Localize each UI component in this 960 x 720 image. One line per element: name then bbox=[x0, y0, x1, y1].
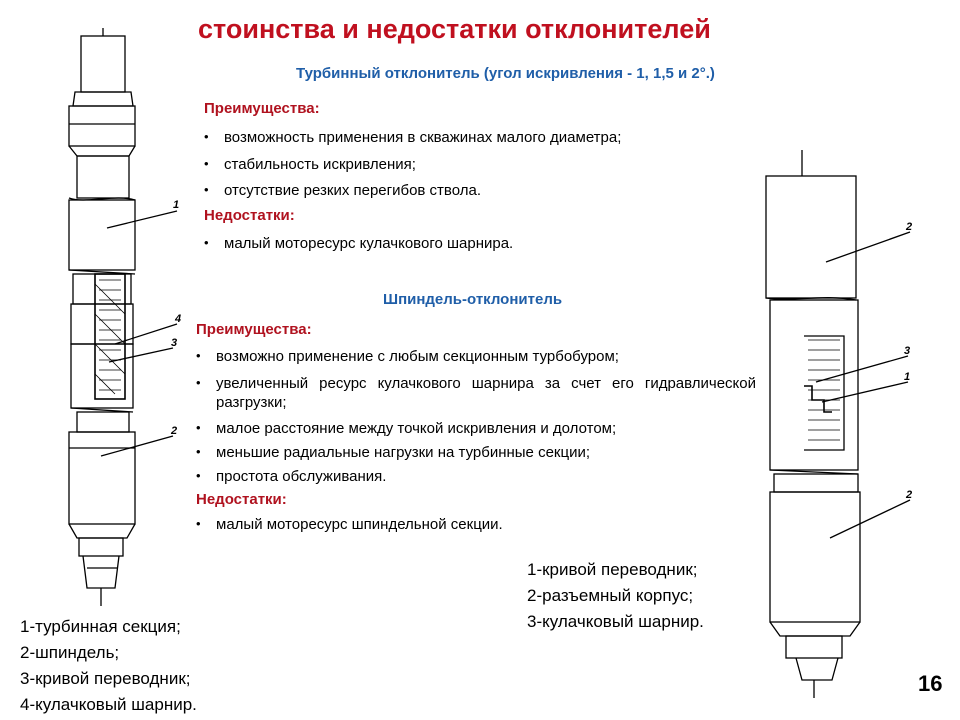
legend-item: 1-кривой переводник; bbox=[527, 560, 698, 579]
callout-1: 1 bbox=[173, 199, 179, 211]
legend-item: 4-кулачковый шарнир. bbox=[20, 695, 197, 714]
callout-1: 1 bbox=[904, 371, 910, 383]
spindle-advantage-item: •возможно применение с любым секционным … bbox=[196, 348, 619, 365]
legend-item: 1-турбинная секция; bbox=[20, 617, 181, 636]
spindle-deflector-drawing: 2 3 1 2 bbox=[765, 150, 912, 698]
spindle-heading: Шпиндель-отклонитель bbox=[383, 291, 563, 308]
page-number: 16 bbox=[918, 671, 943, 696]
legend-item: 3-кулачковый шарнир. bbox=[527, 612, 704, 631]
legend-item: 2-шпиндель; bbox=[20, 643, 120, 662]
turbine-advantages-label: Преимущества: bbox=[204, 100, 320, 117]
callout-2-bottom: 2 bbox=[905, 489, 912, 501]
legend-item: 2-разъемный корпус; bbox=[527, 586, 694, 605]
callout-3: 3 bbox=[171, 337, 177, 349]
callout-4: 4 bbox=[174, 313, 181, 325]
spindle-advantage-item: •меньшие радиальные нагрузки на турбинны… bbox=[196, 444, 590, 461]
turbine-advantage-item: •стабильность искривления; bbox=[204, 156, 416, 173]
right-legend: 1-кривой переводник; 2-разъемный корпус;… bbox=[527, 557, 704, 635]
turbine-disadvantages-label: Недостатки: bbox=[204, 207, 295, 224]
turbine-disadvantage-item: •малый моторесурс кулачкового шарнира. bbox=[204, 235, 514, 252]
callout-2: 2 bbox=[170, 425, 177, 437]
turbine-deflector-drawing: 1 4 3 2 bbox=[68, 28, 181, 606]
left-legend: 1-турбинная секция; 2-шпиндель; 3-кривой… bbox=[20, 614, 197, 718]
turbine-advantage-item: •отсутствие резких перегибов ствола. bbox=[204, 182, 481, 199]
spindle-advantage-item: •увеличенный ресурс кулачкового шарнира … bbox=[196, 375, 756, 411]
callout-3: 3 bbox=[904, 345, 910, 357]
spindle-advantage-item: •простота обслуживания. bbox=[196, 468, 387, 485]
turbine-advantage-item: •возможность применения в скважинах мало… bbox=[204, 129, 622, 146]
turbine-heading: Турбинный отклонитель (угол искривления … bbox=[296, 65, 715, 82]
slide-title: стоинства и недостатки отклонителей bbox=[198, 14, 711, 44]
spindle-disadvantages-label: Недостатки: bbox=[196, 491, 287, 508]
spindle-advantages-label: Преимущества: bbox=[196, 321, 312, 338]
spindle-advantage-item: •малое расстояние между точкой искривлен… bbox=[196, 420, 617, 437]
legend-item: 3-кривой переводник; bbox=[20, 669, 191, 688]
callout-2-top: 2 bbox=[905, 221, 912, 233]
spindle-disadvantage-item: •малый моторесурс шпиндельной секции. bbox=[196, 516, 503, 533]
